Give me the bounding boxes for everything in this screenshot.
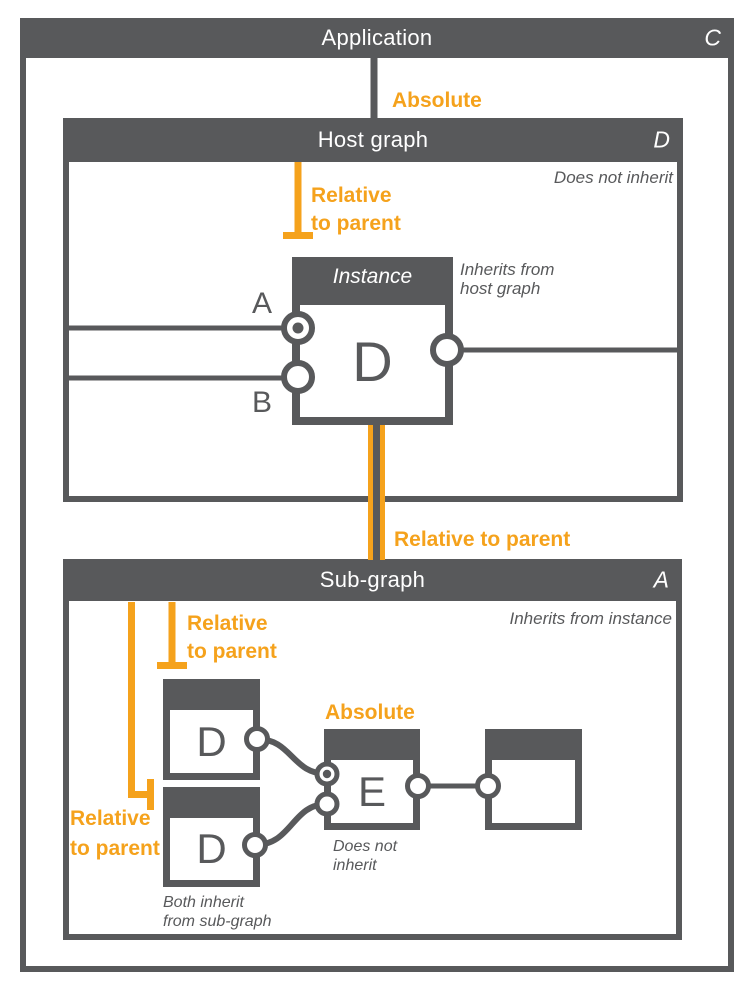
host-graph-corner-letter: D [653, 126, 670, 153]
node-e-body: E [324, 753, 420, 830]
relative-arrow-label-sub-top: Relative to parent [187, 612, 277, 663]
sub-graph-title: Sub-graph [319, 567, 426, 592]
node-d-top-letter: D [196, 717, 227, 765]
node-empty-titlebar [485, 729, 582, 753]
node-d-bottom: D [163, 787, 260, 887]
instance-title: Instance [332, 265, 413, 288]
relative-connector-label: Relative to parent [394, 528, 571, 551]
node-e: E [324, 729, 420, 830]
node-empty-body [485, 753, 582, 830]
node-d-top: D [163, 679, 260, 780]
instance-body: D [292, 297, 453, 425]
relative-arrow-label-host: Relative to parent [311, 184, 401, 235]
host-graph-titlebar: Host graph D [63, 118, 683, 162]
absolute-label-top: Absolute [392, 89, 482, 112]
node-d-top-titlebar [163, 679, 260, 703]
application-titlebar: Application C [20, 18, 734, 58]
instance-letter: D [352, 329, 393, 393]
host-graph-note: Does not inherit [553, 168, 673, 187]
d-nodes-note: Both inherit from sub-graph [163, 894, 272, 930]
application-corner-letter: C [704, 24, 721, 51]
node-e-letter: E [357, 767, 386, 815]
host-graph-title: Host graph [317, 127, 429, 152]
instance-note: Inherits from host graph [460, 260, 555, 298]
node-empty [485, 729, 582, 830]
application-title: Application [321, 25, 433, 50]
node-d-bottom-body: D [163, 811, 260, 887]
node-d-bottom-titlebar [163, 787, 260, 811]
sub-graph-note: Inherits from instance [509, 609, 672, 628]
instance-titlebar: Instance [292, 257, 453, 297]
relative-arrow-label-sub-left: Relative to parent [70, 807, 160, 860]
port-b-label: B [252, 386, 273, 419]
node-e-titlebar [324, 729, 420, 753]
node-d-bottom-letter: D [196, 825, 227, 872]
instance-node: Instance D [292, 257, 453, 425]
port-a-label: A [252, 287, 273, 320]
absolute-label-sub: Absolute [325, 701, 415, 724]
node-d-top-body: D [163, 703, 260, 780]
node-e-note: Does not inherit [333, 838, 398, 874]
sub-graph-titlebar: Sub-graph A [63, 559, 682, 601]
sub-graph-corner-letter: A [653, 566, 669, 593]
